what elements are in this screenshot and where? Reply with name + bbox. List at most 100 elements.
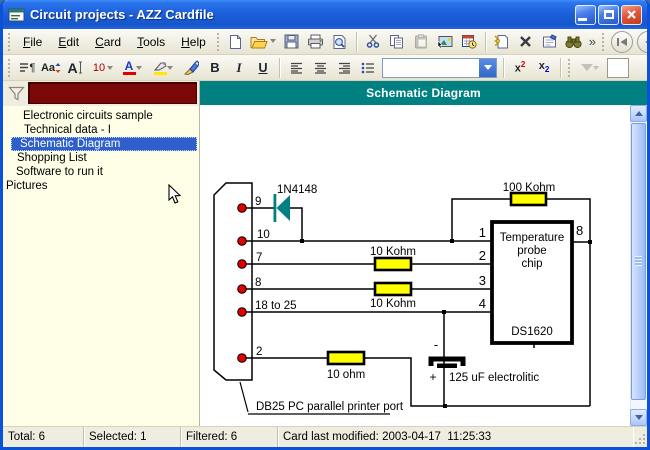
superscript-button[interactable]: x2 bbox=[508, 57, 532, 79]
chip-pin-4: 4 bbox=[479, 296, 486, 311]
paragraph-lines-icon bbox=[19, 62, 28, 72]
toolbar-grip[interactable] bbox=[7, 58, 11, 77]
menu-edit[interactable]: Edit bbox=[58, 34, 80, 49]
minimize-icon bbox=[578, 17, 587, 21]
highlight-button[interactable] bbox=[147, 57, 179, 79]
toolbar-overflow-chevron[interactable]: » bbox=[588, 34, 597, 49]
font-color-button[interactable]: A bbox=[117, 57, 147, 79]
change-case-button[interactable]: Aa bbox=[39, 57, 63, 79]
pin-label-18-25: 18 to 25 bbox=[255, 300, 297, 312]
capacitor-minus: - bbox=[434, 337, 438, 352]
find-button[interactable] bbox=[562, 31, 586, 53]
close-icon bbox=[627, 10, 636, 19]
close-button[interactable] bbox=[621, 4, 642, 25]
menu-card[interactable]: Card bbox=[95, 34, 122, 49]
menu-tools[interactable]: Tools bbox=[137, 34, 166, 49]
previous-card-button[interactable] bbox=[637, 30, 647, 53]
align-right-button[interactable] bbox=[332, 57, 356, 79]
toolbar-separator bbox=[503, 57, 504, 78]
resistor-10k-top bbox=[373, 256, 413, 272]
font-color-letter: A bbox=[124, 58, 134, 73]
show-paragraph-marks-button[interactable]: ¶ bbox=[15, 57, 39, 79]
card-list-panel: Electronic circuits sample Technical dat… bbox=[3, 81, 200, 426]
align-right-icon bbox=[338, 62, 350, 74]
binoculars-icon bbox=[565, 36, 582, 48]
bold-button[interactable]: B bbox=[203, 57, 227, 79]
print-preview-button[interactable] bbox=[328, 31, 352, 53]
minimize-button[interactable] bbox=[575, 4, 596, 25]
open-file-button[interactable] bbox=[248, 31, 280, 53]
bullet-list-icon bbox=[361, 62, 374, 73]
vertical-scrollbar[interactable] bbox=[630, 105, 647, 426]
bold-label: B bbox=[210, 60, 220, 75]
resize-grip[interactable] bbox=[633, 427, 647, 447]
diode-1n4148 bbox=[273, 194, 290, 222]
capacitor-plus: + bbox=[429, 370, 436, 384]
subscript-idx: 2 bbox=[544, 65, 550, 75]
save-floppy-icon bbox=[284, 34, 299, 49]
color-swatch[interactable] bbox=[607, 57, 629, 78]
insert-picture-button[interactable] bbox=[433, 31, 457, 53]
underline-button[interactable]: U bbox=[251, 57, 275, 79]
cut-button[interactable] bbox=[361, 31, 385, 53]
bullet-list-button[interactable] bbox=[356, 57, 380, 79]
save-button[interactable] bbox=[280, 31, 304, 53]
funnel-icon bbox=[7, 86, 25, 100]
toolbar-grip[interactable] bbox=[601, 32, 606, 51]
align-left-button[interactable] bbox=[284, 57, 308, 79]
style-combobox[interactable] bbox=[382, 57, 497, 78]
resistor-10k-top-label: 10 Kohm bbox=[370, 246, 416, 258]
maximize-button[interactable] bbox=[598, 4, 619, 25]
card-item[interactable]: Electronic circuits sample bbox=[23, 110, 153, 122]
wire bbox=[246, 357, 590, 407]
paste-button[interactable] bbox=[409, 31, 433, 53]
new-file-button[interactable] bbox=[224, 31, 248, 53]
subscript-button[interactable]: x2 bbox=[532, 57, 556, 79]
chip-label-1: Temperature bbox=[500, 232, 565, 244]
style-combobox-dropdown[interactable] bbox=[479, 58, 496, 77]
db25-connector-outline bbox=[213, 182, 253, 381]
callout-line bbox=[239, 381, 390, 415]
font-size-select[interactable]: 10 bbox=[87, 57, 117, 79]
capacitor-label: 125 uF electrolitic bbox=[449, 372, 539, 384]
copy-button[interactable] bbox=[385, 31, 409, 53]
card-item[interactable]: Technical data - I bbox=[24, 124, 111, 136]
card-content[interactable]: 1N4148 9 10 7 8 18 to 25 2 100 Kohm 10 K… bbox=[200, 105, 630, 426]
filter-input[interactable] bbox=[28, 82, 197, 104]
font-size-value: 10 bbox=[92, 61, 106, 74]
format-toolbar: ¶ Aa A 10 A B I U bbox=[3, 55, 647, 81]
toolbar-grip[interactable] bbox=[567, 58, 571, 77]
superscript-exp: 2 bbox=[520, 60, 526, 70]
card-item-selected[interactable]: Schematic Diagram bbox=[11, 137, 197, 151]
format-painter-button[interactable] bbox=[179, 57, 203, 79]
insert-symbol-dropdown[interactable] bbox=[575, 57, 605, 79]
card-item[interactable]: Pictures bbox=[6, 180, 48, 192]
calendar-clock-icon bbox=[461, 35, 477, 49]
delete-card-button[interactable] bbox=[514, 31, 538, 53]
menu-file[interactable]: File bbox=[23, 34, 43, 49]
align-center-button[interactable] bbox=[308, 57, 332, 79]
previous-card-icon bbox=[645, 40, 647, 43]
italic-button[interactable]: I bbox=[227, 57, 251, 79]
first-card-button[interactable] bbox=[611, 30, 634, 53]
insert-date-button[interactable] bbox=[457, 31, 481, 53]
first-card-icon bbox=[617, 37, 628, 46]
scroll-up-button[interactable] bbox=[630, 105, 647, 122]
toolbar-grip[interactable] bbox=[7, 32, 11, 51]
menu-help[interactable]: Help bbox=[181, 34, 206, 49]
filter-button[interactable] bbox=[4, 82, 28, 104]
resize-grip-icon bbox=[635, 434, 645, 444]
font-button[interactable]: A bbox=[63, 57, 87, 79]
new-card-button[interactable] bbox=[490, 31, 514, 53]
open-dropdown-arrow[interactable] bbox=[268, 36, 277, 48]
new-file-icon bbox=[230, 34, 242, 49]
scrollbar-thumb[interactable] bbox=[631, 123, 646, 400]
card-item[interactable]: Software to run it bbox=[16, 166, 103, 178]
toolbar-grip[interactable] bbox=[215, 32, 220, 51]
scroll-down-button[interactable] bbox=[630, 409, 647, 426]
highlighter-pen-icon bbox=[153, 62, 167, 70]
card-item[interactable]: Shopping List bbox=[17, 152, 87, 164]
pin-label-2: 2 bbox=[256, 346, 262, 358]
card-properties-button[interactable] bbox=[538, 31, 562, 53]
print-button[interactable] bbox=[304, 31, 328, 53]
